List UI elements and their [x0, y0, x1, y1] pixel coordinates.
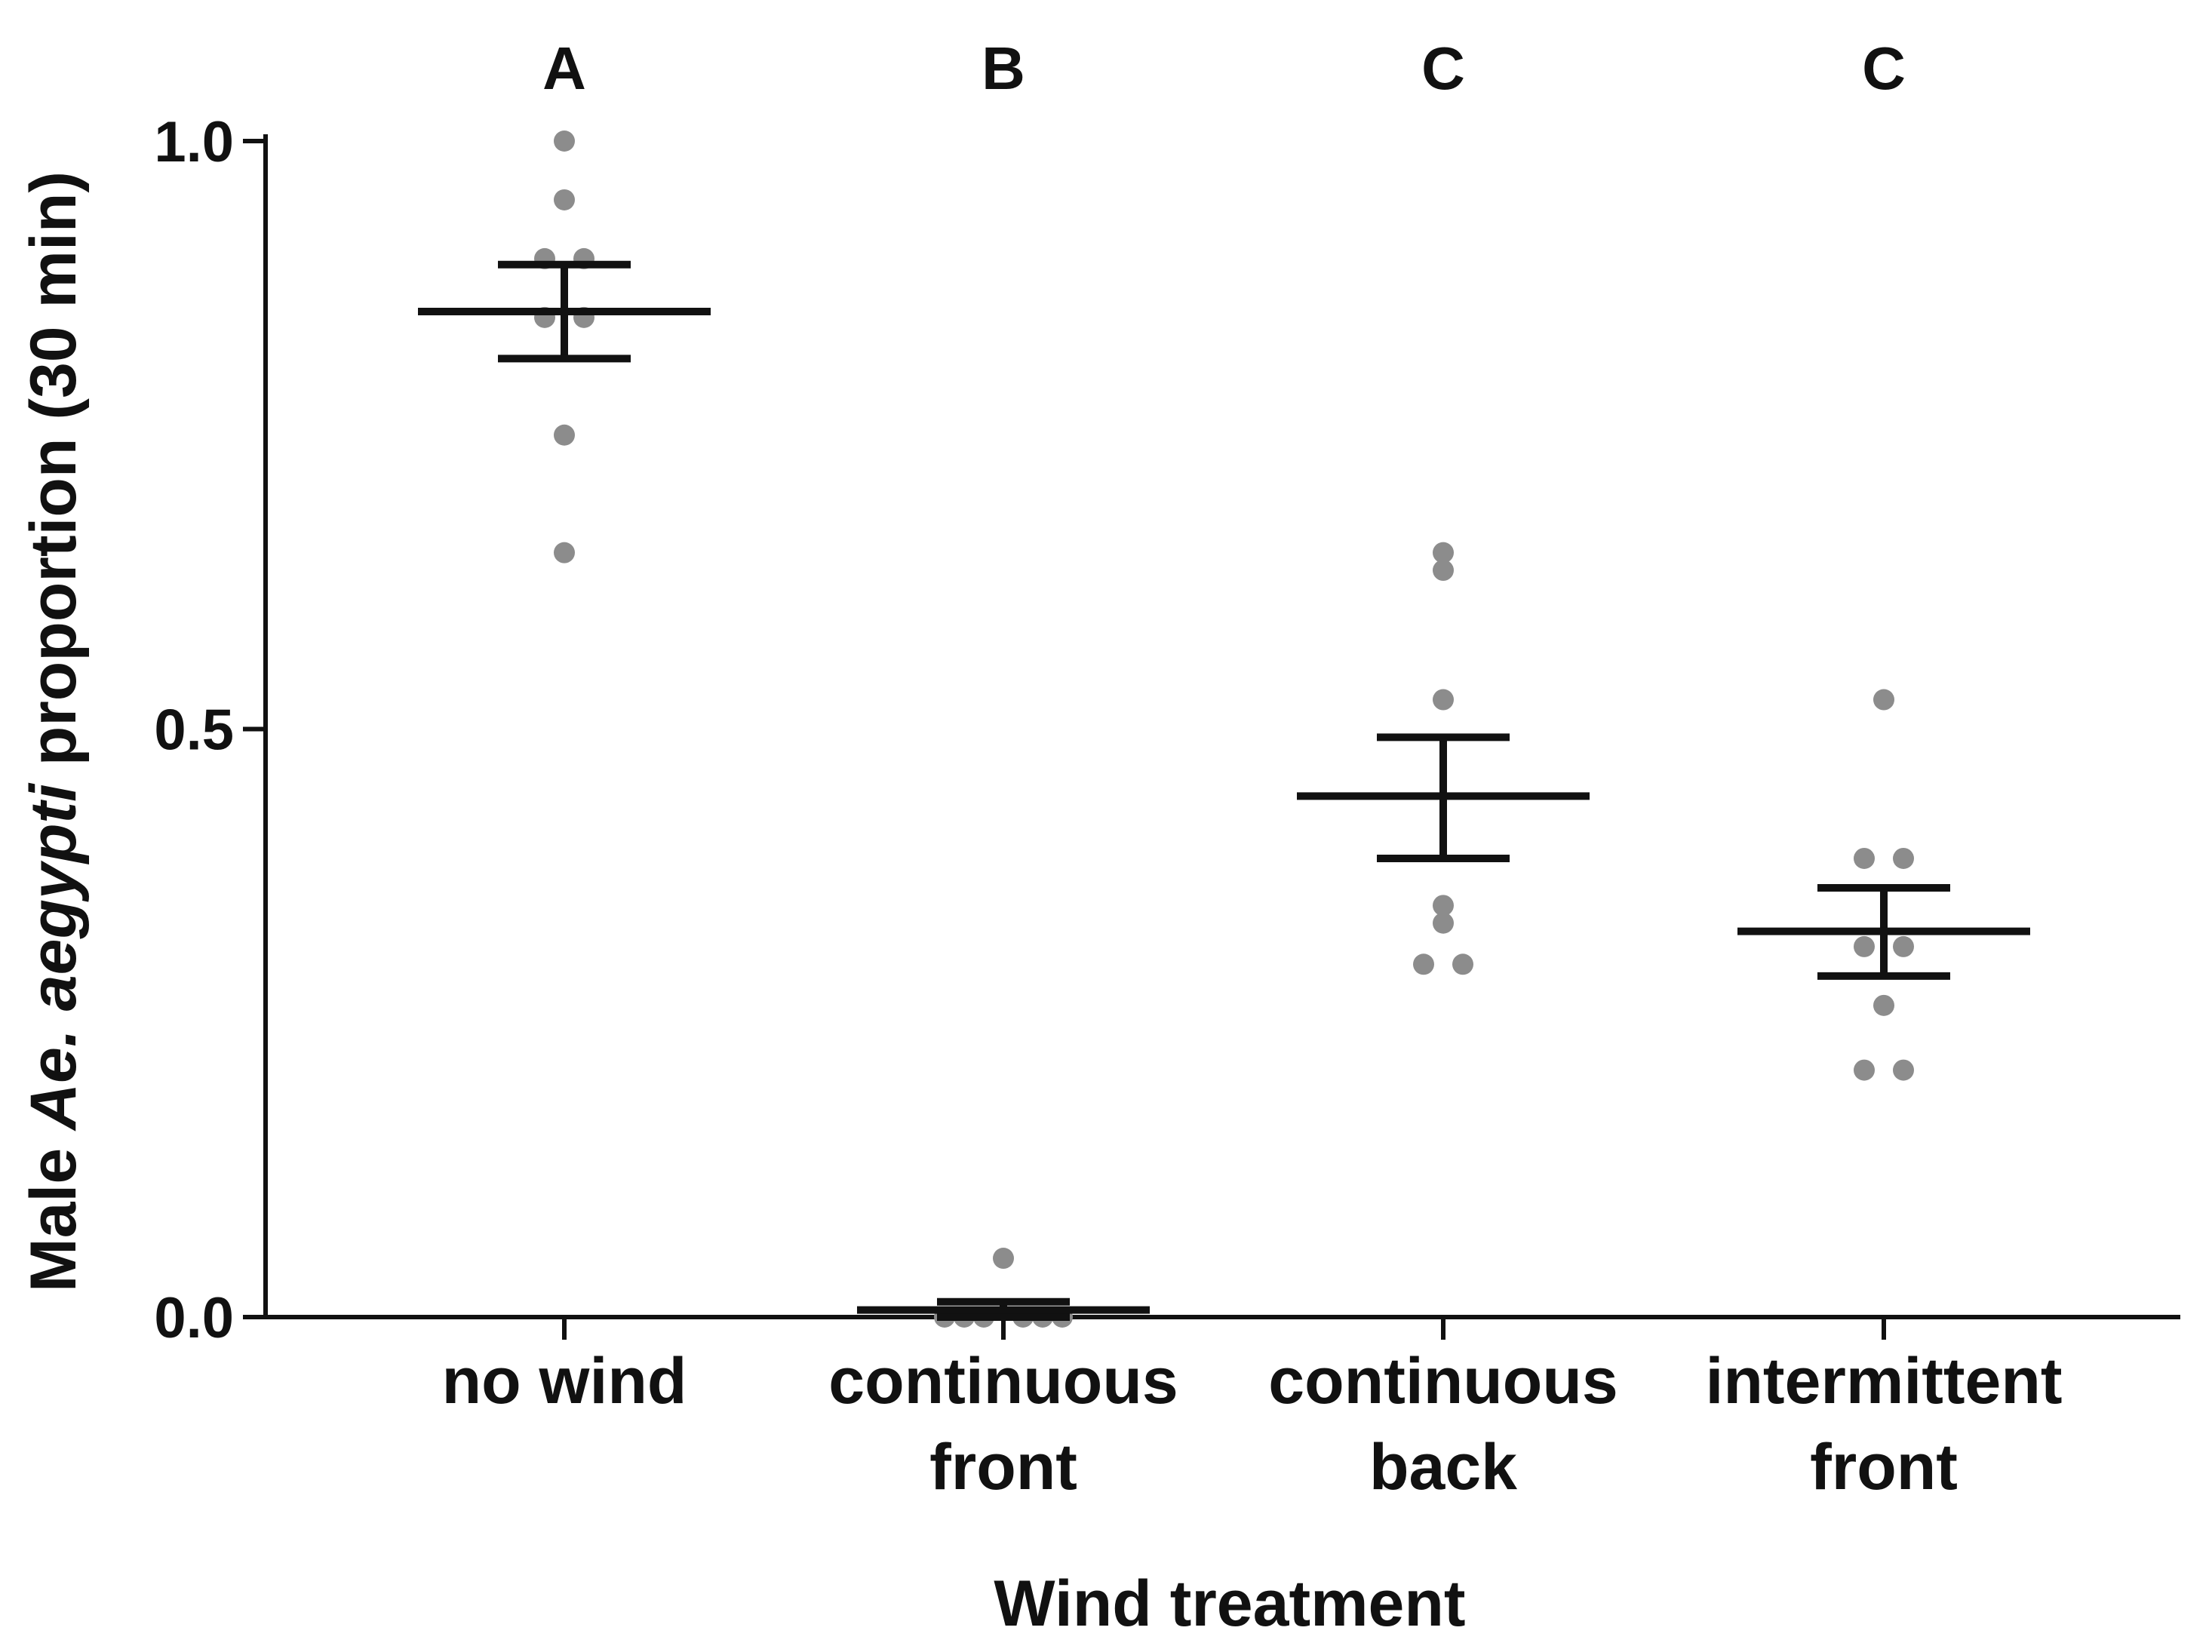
data-point — [554, 424, 575, 446]
data-point — [1854, 847, 1875, 869]
x-tick-label: continuous back — [1268, 1345, 1618, 1503]
data-point — [1854, 1059, 1875, 1081]
data-point — [554, 131, 575, 152]
y-axis-title-species: aegypti — [17, 782, 90, 1011]
data-point — [1433, 689, 1454, 711]
data-point — [1893, 847, 1914, 869]
x-axis-title: Wind treatment — [994, 1568, 1465, 1640]
x-tick-label: intermittent front — [1706, 1345, 2063, 1503]
x-tick-label-line: continuous — [828, 1345, 1178, 1417]
data-point — [1873, 994, 1894, 1016]
y-axis-title-space — [17, 1011, 90, 1029]
treatment-group — [418, 131, 711, 563]
x-tick-label: no wind — [442, 1345, 687, 1417]
data-point — [1433, 542, 1454, 563]
data-point — [1854, 935, 1875, 957]
x-tick-label-line: front — [1810, 1431, 1958, 1503]
x-tick-label-line: back — [1369, 1431, 1517, 1503]
treatment-groups — [418, 131, 2030, 1328]
significance-letter: B — [982, 35, 1025, 102]
significance-letter: C — [1862, 35, 1906, 102]
x-tick-label-line: no wind — [442, 1345, 687, 1417]
x-tick-label-line: front — [929, 1431, 1077, 1503]
y-axis: 0.0 0.5 1.0 — [154, 110, 268, 1350]
x-tick-label: continuous front — [828, 1345, 1178, 1503]
data-point — [1452, 953, 1473, 975]
data-point — [554, 542, 575, 563]
treatment-group — [1297, 542, 1590, 975]
data-point — [993, 1248, 1014, 1270]
y-tick-label: 1.0 — [154, 110, 234, 174]
data-point — [1893, 935, 1914, 957]
data-point — [1433, 912, 1454, 934]
data-point — [1433, 560, 1454, 582]
significance-letter: A — [542, 35, 586, 102]
data-point — [554, 189, 575, 210]
y-axis-title-prefix: Male — [17, 1130, 90, 1292]
y-axis-title-genus: Ae. — [17, 1029, 90, 1132]
y-ticks: 0.0 0.5 1.0 — [154, 110, 266, 1350]
data-point — [1433, 895, 1454, 917]
x-tick-label-line: intermittent — [1706, 1345, 2063, 1417]
treatment-group — [857, 1248, 1150, 1328]
x-tick-label-line: continuous — [1268, 1345, 1618, 1417]
data-point — [1893, 1059, 1914, 1081]
y-tick-label: 0.0 — [154, 1286, 234, 1350]
data-point — [1873, 689, 1894, 711]
y-axis-title-suffix: proportion (30 min) — [17, 171, 90, 784]
y-axis-title: Male Ae. aegypti proportion (30 min) — [17, 171, 90, 1292]
treatment-group — [1737, 689, 2030, 1081]
y-tick-label: 0.5 — [154, 699, 234, 763]
significance-letter: C — [1421, 35, 1465, 102]
data-point — [1413, 953, 1434, 975]
